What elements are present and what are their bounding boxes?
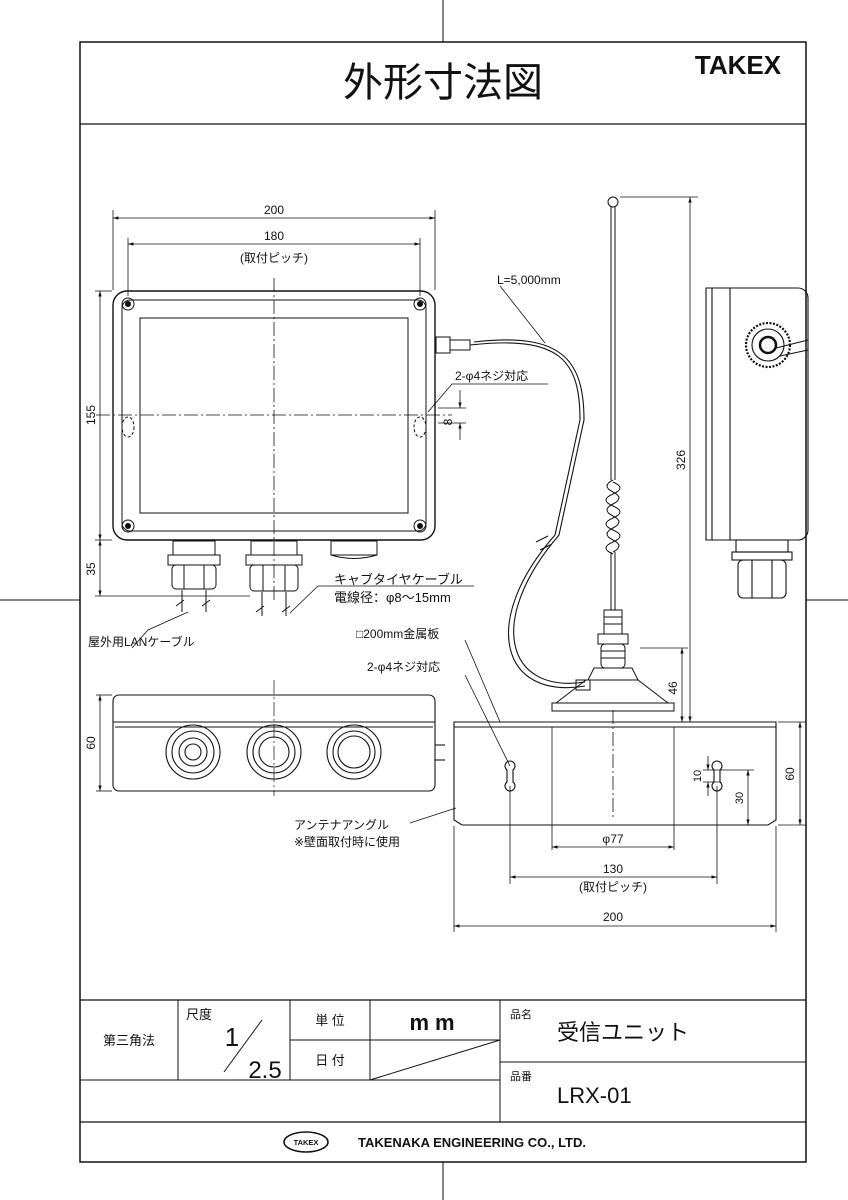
- dim-angle-width: 200: [603, 910, 623, 924]
- unit-value: mm: [409, 1010, 460, 1035]
- brand-logo: TAKEX: [695, 50, 782, 80]
- dim-slot-30: 30: [734, 792, 746, 804]
- product-name: 受信ユニット: [557, 1020, 689, 1045]
- cable-length-label: L=5,000mm: [497, 273, 561, 287]
- dim-front-height: 155: [84, 405, 98, 425]
- antenna: [551, 196, 675, 820]
- product-name-label: 品名: [510, 1007, 532, 1021]
- front-view: [96, 278, 586, 689]
- hole-note-angle: 2-φ4ネジ対応: [367, 660, 440, 674]
- dim-gland-height: 35: [84, 562, 98, 576]
- lan-cable-label: 屋外用LANケーブル: [88, 634, 195, 649]
- antenna-cable: [469, 342, 586, 689]
- company-name: TAKENAKA ENGINEERING CO., LTD.: [358, 1135, 586, 1150]
- antenna-angle-label: アンテナアングル: [294, 818, 389, 832]
- dim-front-width-outer: 200: [264, 203, 284, 217]
- scale-numerator: 1: [225, 1022, 239, 1052]
- dim-antenna-base: 46: [666, 681, 680, 695]
- cabtire-label: キャブタイヤケーブル: [334, 572, 463, 587]
- cabtire-diameter: 電線径：φ8〜15mm: [334, 590, 451, 605]
- title-block: [80, 999, 806, 1123]
- dim-angle-height: 60: [783, 767, 797, 781]
- side-view-dimensions: [620, 196, 698, 722]
- front-view-dimensions: [95, 210, 548, 649]
- svg-text:TAKEX: TAKEX: [294, 1138, 319, 1147]
- dim-bottom-height: 60: [84, 736, 98, 750]
- side-view: [705, 287, 809, 599]
- antenna-angle: [453, 721, 777, 850]
- hole-note-front: 2-φ4ネジ対応: [455, 369, 528, 383]
- plate-note: □200mm金属板: [356, 626, 439, 641]
- cable-glands: [167, 540, 378, 592]
- antenna-angle-usage: ※壁面取付時に使用: [294, 834, 400, 849]
- date-label: 日 付: [315, 1053, 345, 1068]
- corner-screws: [121, 297, 427, 533]
- unit-label: 単 位: [315, 1013, 345, 1028]
- company-logo: TAKEX: [283, 1131, 329, 1153]
- product-no-label: 品番: [510, 1070, 532, 1083]
- dim-slot-10: 10: [692, 770, 704, 782]
- scale-denominator: 2.5: [248, 1057, 281, 1084]
- dim-front-width-pitch: 180: [264, 229, 284, 243]
- dim-front-pitch-note: (取付ピッチ): [240, 251, 308, 265]
- dim-base-diameter: φ77: [602, 832, 623, 846]
- dim-hole-offset: 8: [441, 418, 455, 425]
- dim-total-height: 326: [674, 450, 688, 470]
- antenna-angle-dimensions: [409, 639, 806, 932]
- bottom-view: [112, 680, 445, 796]
- product-no: LRX-01: [557, 1083, 632, 1108]
- dim-angle-pitch: 130: [603, 862, 623, 876]
- drawing-title: 外形寸法図: [343, 61, 543, 105]
- projection-method: 第三角法: [103, 1033, 155, 1048]
- scale-label: 尺度: [186, 1007, 212, 1022]
- dim-angle-pitch-note: (取付ピッチ): [579, 880, 647, 894]
- drawing-frame: [79, 41, 807, 1163]
